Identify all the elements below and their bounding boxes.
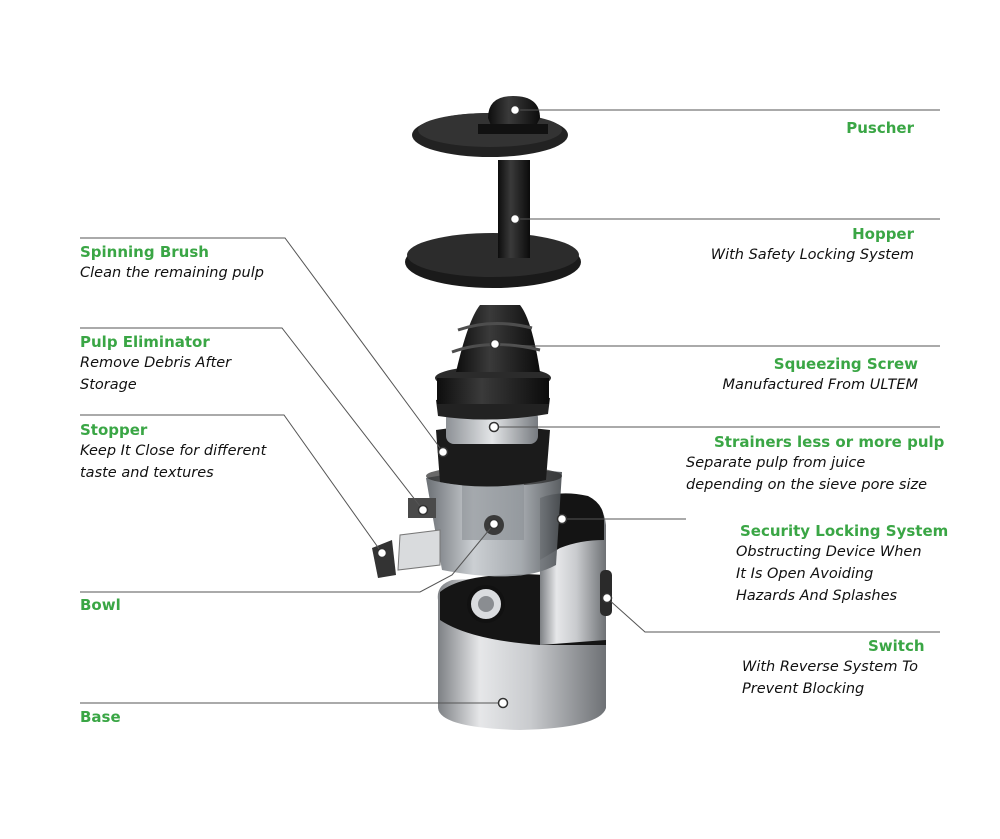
label-switch-desc-2: Prevent Blocking [742, 681, 865, 697]
dot-hopper [509, 213, 521, 225]
label-screw-title: Squeezing Screw [773, 355, 918, 373]
label-bowl: Bowl [80, 595, 121, 615]
dot-puscher [509, 104, 521, 116]
label-base-title: Base [80, 708, 121, 726]
label-security-desc-1: Obstructing Device When [736, 544, 922, 560]
label-hopper-title: Hopper [852, 225, 914, 243]
label-brush-title: Spinning Brush [80, 243, 209, 261]
leader-stopper [80, 414, 383, 554]
dot-eliminator [417, 504, 429, 516]
dot-strainers [488, 421, 500, 433]
leader-bowl [80, 523, 495, 593]
leader-brush [80, 237, 444, 453]
label-security-title: Security Locking System [740, 522, 949, 540]
label-screw-desc: Manufactured From ULTEM [722, 377, 918, 393]
label-switch-title: Switch [868, 637, 925, 655]
label-stopper: Stopper Keep It Close for different tast… [80, 420, 266, 484]
dot-brush [437, 446, 449, 458]
label-switch-desc-1: With Reverse System To [742, 659, 919, 675]
label-eliminator-title: Pulp Eliminator [80, 333, 210, 351]
label-stopper-desc-2: taste and textures [80, 465, 214, 481]
label-hopper-desc: With Safety Locking System [710, 247, 914, 263]
juicer-illustration [372, 96, 612, 730]
label-eliminator-desc-2: Storage [80, 377, 137, 393]
label-switch: Switch With Reverse System To Prevent Bl… [742, 636, 925, 700]
label-strainers-title: Strainers less or more pulp [714, 433, 945, 451]
label-security-desc-3: Hazards And Splashes [736, 588, 898, 604]
puscher-unit [412, 96, 568, 157]
label-strainers-desc-1: Separate pulp from juice [686, 455, 866, 471]
label-brush: Spinning Brush Clean the remaining pulp [80, 242, 264, 284]
label-strainers-desc-2: depending on the sieve pore size [686, 477, 928, 493]
label-hopper: Hopper With Safety Locking System [711, 224, 914, 266]
label-puscher-title: Puscher [846, 119, 914, 137]
label-eliminator: Pulp Eliminator Remove Debris After Stor… [80, 332, 231, 396]
dot-stopper [376, 547, 388, 559]
leader-screw [494, 343, 940, 347]
leader-lines [80, 109, 940, 704]
dot-security [556, 513, 568, 525]
label-strainers: Strainers less or more pulp Separate pul… [686, 432, 944, 496]
dot-screw [489, 338, 501, 350]
label-base: Base [80, 707, 121, 727]
dot-switch [601, 592, 613, 604]
label-brush-desc: Clean the remaining pulp [80, 265, 264, 281]
screw-unit [451, 305, 541, 372]
dot-base [497, 697, 509, 709]
anchor-dots [376, 104, 613, 709]
label-bowl-title: Bowl [80, 596, 121, 614]
hopper-unit [405, 160, 581, 288]
label-stopper-title: Stopper [80, 421, 148, 439]
label-security: Security Locking System Obstructing Devi… [736, 521, 948, 607]
label-screw: Squeezing Screw Manufactured From ULTEM [723, 354, 918, 396]
label-security-desc-2: It Is Open Avoiding [736, 566, 874, 582]
label-eliminator-desc-1: Remove Debris After [80, 355, 232, 371]
leader-eliminator [80, 327, 424, 511]
dot-bowl [488, 518, 500, 530]
label-stopper-desc-1: Keep It Close for different [80, 443, 267, 459]
label-puscher: Puscher [846, 118, 914, 138]
leader-switch [606, 597, 940, 633]
